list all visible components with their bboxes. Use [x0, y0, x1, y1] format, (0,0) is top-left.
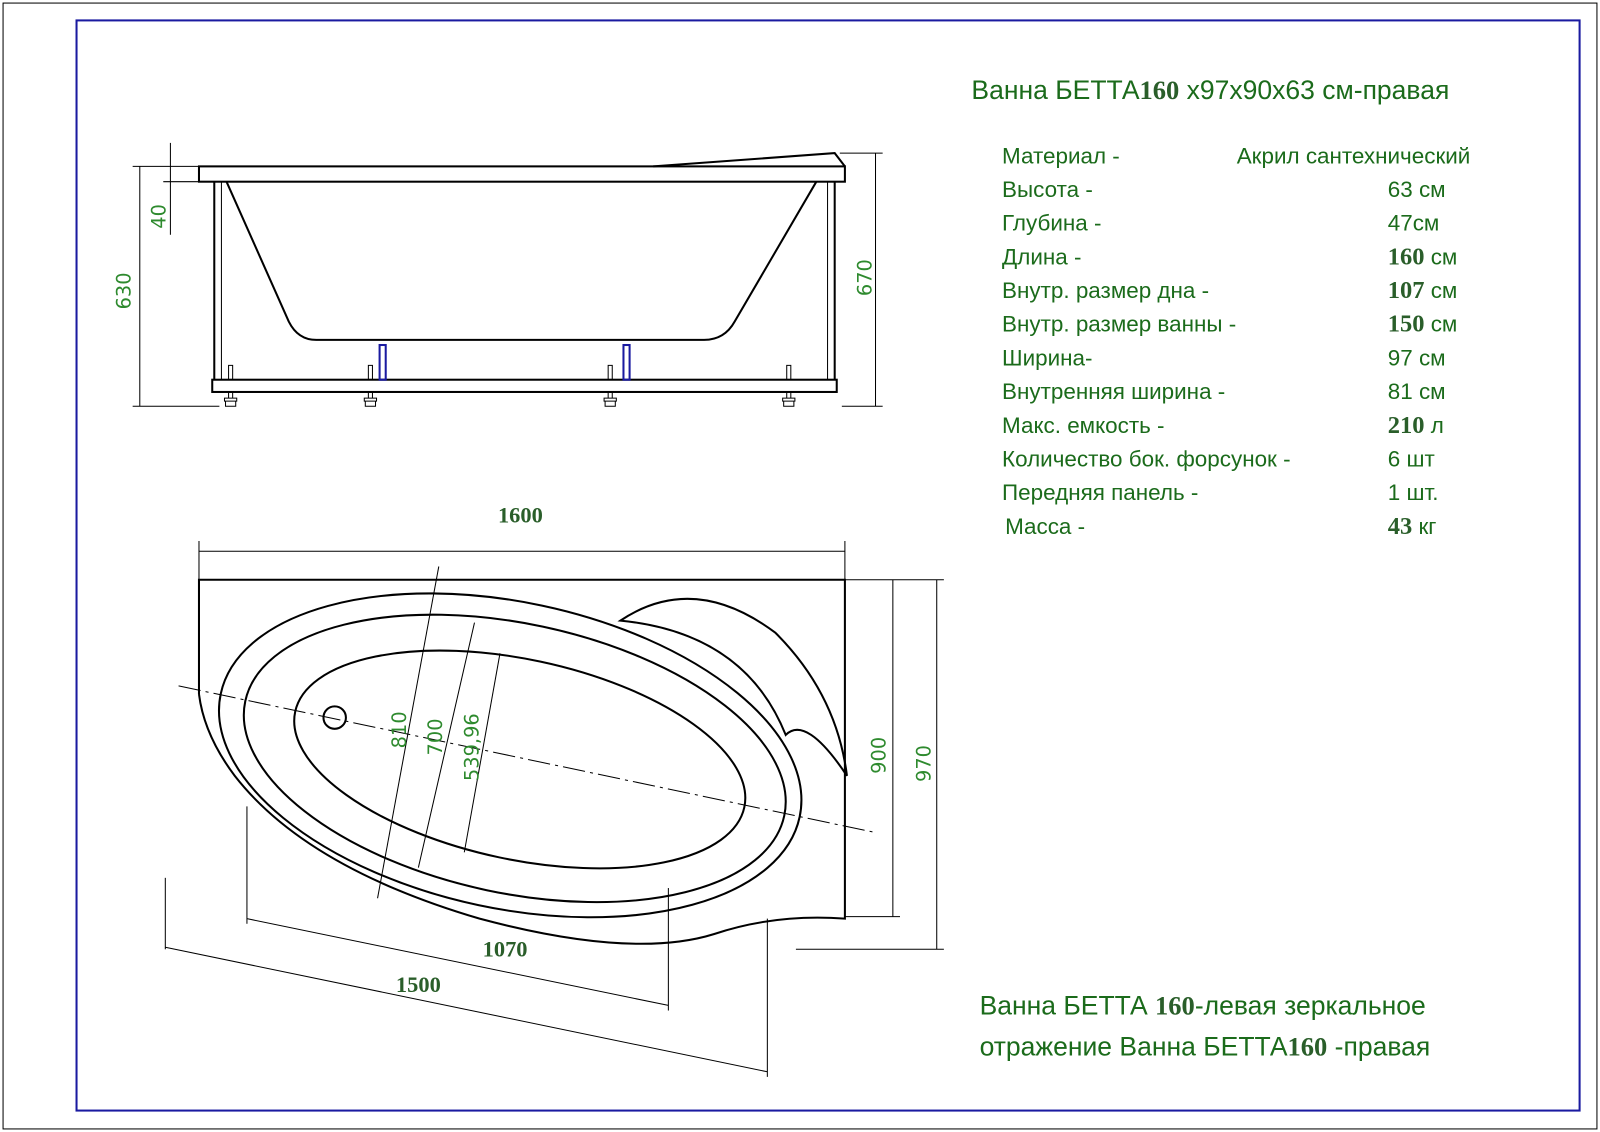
- spec-value: 43 кг: [1388, 513, 1437, 540]
- dim-1070: 1070: [483, 936, 528, 961]
- spec-label: Ширина-: [1002, 345, 1092, 370]
- spec-value: 81 см: [1388, 379, 1446, 404]
- spec-label: Длина -: [1002, 244, 1081, 269]
- spec-label: Масса -: [1005, 514, 1085, 539]
- spec-value: Акрил сантехнический: [1237, 143, 1471, 168]
- spec-label: Количество бок. форсунок -: [1002, 446, 1291, 471]
- spec-label: Макс. емкость -: [1002, 413, 1165, 438]
- inner-frame: [75, 19, 1581, 1112]
- leg-icon: [363, 364, 378, 407]
- side-view: 630 40 670: [113, 142, 883, 407]
- leg-icon: [782, 364, 796, 407]
- top-view: 1600 900 970 1070 1500 810 700 539,96: [164, 503, 944, 1077]
- dim-810: 810: [388, 711, 411, 748]
- spec-label: Передняя панель -: [1002, 480, 1198, 505]
- spec-label: Внутр. размер ванны -: [1002, 312, 1236, 337]
- dim-630: 630: [113, 272, 136, 309]
- spec-value: 150 см: [1388, 311, 1458, 338]
- footer-line-2: отражение Ванна БЕТТА160 -правая: [980, 1031, 1431, 1061]
- spec-label: Глубина -: [1002, 211, 1101, 236]
- dim-700: 700: [424, 718, 447, 755]
- spec-label: Внутр. размер дна -: [1002, 278, 1209, 303]
- dim-40: 40: [147, 204, 170, 229]
- spec-value: 107 см: [1388, 277, 1458, 304]
- footer-line-1: Ванна БЕТТА 160-левая зеркальное: [980, 991, 1426, 1021]
- spec-label: Внутренняя ширина -: [1002, 379, 1225, 404]
- spec-label: Высота -: [1002, 177, 1093, 202]
- dim-53996: 539,96: [461, 713, 484, 781]
- leg-icon: [603, 364, 617, 407]
- spec-value: 160 см: [1388, 243, 1458, 270]
- drawing-title: Ванна БЕТТА160 х97х90х63 см-правая: [971, 75, 1449, 105]
- spec-value: 47см: [1388, 211, 1440, 236]
- spec-value: 6 шт: [1388, 446, 1435, 471]
- spec-label: Материал -: [1002, 143, 1120, 168]
- spec-value: 97 см: [1388, 345, 1446, 370]
- dim-670: 670: [853, 259, 876, 296]
- leg-icon: [223, 364, 238, 407]
- dim-1600: 1600: [498, 503, 543, 528]
- spec-value: 1 шт.: [1388, 480, 1439, 505]
- spec-value: 63 см: [1388, 177, 1446, 202]
- dim-1500: 1500: [396, 972, 441, 997]
- dim-900: 900: [868, 737, 891, 774]
- dim-970: 970: [913, 745, 936, 782]
- spec-value: 210 л: [1388, 412, 1444, 439]
